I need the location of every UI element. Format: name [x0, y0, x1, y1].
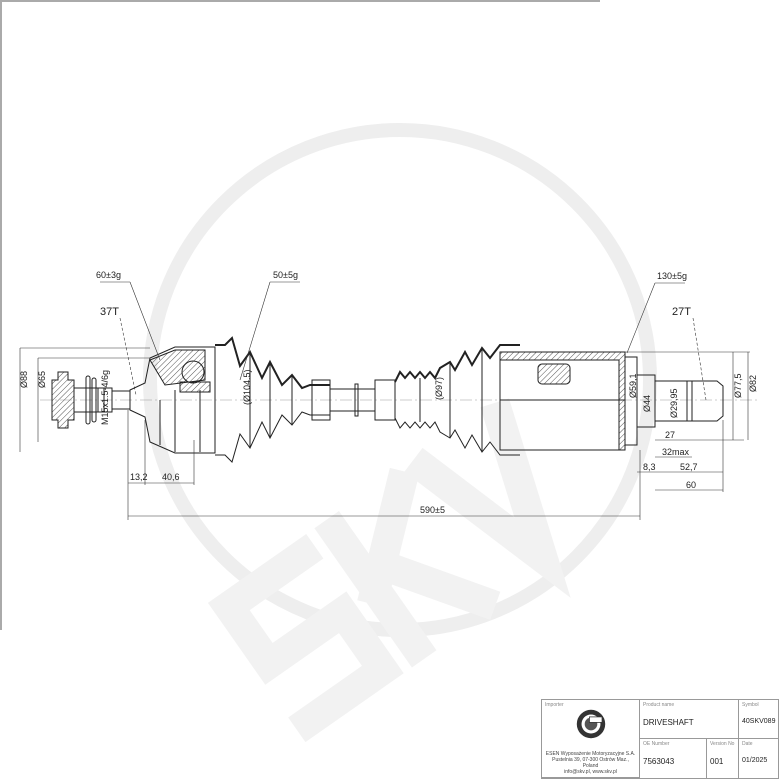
- company-logo: [576, 709, 606, 739]
- title-block: Importer ESEN Wyposażenie Motoryzacyjne …: [541, 699, 779, 779]
- dim-dia-44: Ø44: [642, 395, 652, 412]
- dim-52-7: 52,7: [680, 462, 698, 472]
- dim-dia-77-5: Ø77,5: [733, 373, 743, 398]
- dim-boot-mid: (Ø97): [434, 377, 444, 400]
- leader-weight-boot: 50±5g: [273, 270, 298, 280]
- product-name-label: Product name: [643, 702, 675, 708]
- dim-dia-29-95: Ø29,95: [669, 388, 679, 418]
- dim-thread: M15x1.5-4/6g: [100, 370, 110, 425]
- product-name-cell: Product name DRIVESHAFT: [640, 700, 739, 739]
- importer-label: Importer: [545, 702, 564, 708]
- dim-40-6: 40,6: [162, 472, 180, 482]
- symbol: 40SKV089: [742, 718, 776, 725]
- date-label: Date: [742, 741, 753, 747]
- dim-dia-88: Ø88: [19, 371, 29, 388]
- watermark-logo: [143, 123, 657, 743]
- product-name: DRIVESHAFT: [643, 718, 694, 727]
- oe-cell: OE Number 7563043: [640, 739, 707, 778]
- version-cell: Version No 001: [707, 739, 739, 778]
- dim-60: 60: [686, 480, 696, 490]
- leader-teeth-inner: 27T: [672, 306, 691, 318]
- importer-cell: Importer ESEN Wyposażenie Motoryzacyjne …: [542, 700, 640, 778]
- version-label: Version No: [710, 741, 735, 747]
- oe-number: 7563043: [643, 757, 675, 766]
- symbol-label: Symbol: [742, 702, 759, 708]
- dim-13-2: 13,2: [130, 472, 148, 482]
- dim-27: 27: [665, 430, 675, 440]
- date: 01/2025: [742, 757, 768, 764]
- dimension-labels: 60±3g 50±5g 130±5g 37T 27T Ø88 Ø65 M15x1…: [19, 270, 758, 515]
- date-cell: Date 01/2025: [739, 739, 778, 778]
- dim-overall: 590±5: [420, 505, 445, 515]
- importer-address: ESEN Wyposażenie Motoryzacyjne S.A. Pust…: [545, 751, 636, 775]
- leader-teeth-outer: 37T: [100, 306, 119, 318]
- dim-dia-65: Ø65: [37, 371, 47, 388]
- dim-32max: 32max: [662, 447, 690, 457]
- leader-weight-inner: 130±5g: [657, 271, 687, 281]
- dim-8-3: 8,3: [643, 462, 656, 472]
- symbol-cell: Symbol 40SKV089: [739, 700, 778, 739]
- version: 001: [710, 757, 724, 766]
- dim-dia-59-1: Ø59,1: [628, 373, 638, 398]
- dimension-lines: [19, 281, 750, 520]
- dim-boot-left: (Ø104.5): [242, 369, 252, 405]
- oe-label: OE Number: [643, 741, 670, 747]
- leader-weight-outer: 60±3g: [96, 270, 121, 280]
- dim-dia-82: Ø82: [748, 375, 758, 392]
